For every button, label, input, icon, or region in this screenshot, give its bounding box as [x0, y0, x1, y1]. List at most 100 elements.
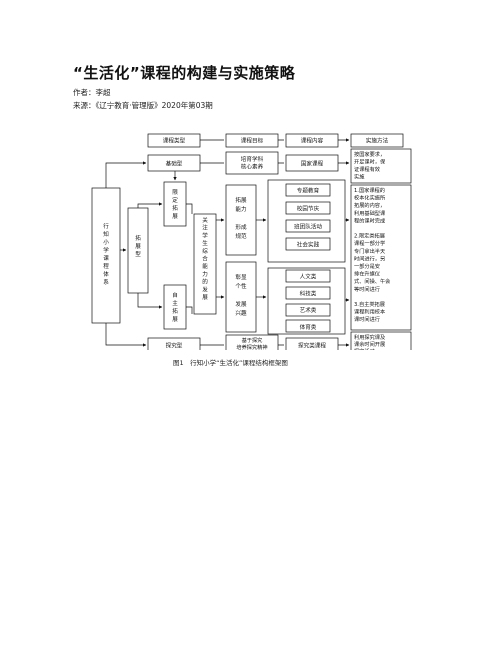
article-source: 来源：《辽宁教育·管理版》2020年第03期	[73, 100, 213, 111]
method-2-box	[350, 184, 412, 331]
limited-type-label-char-3: 展	[172, 213, 178, 220]
method-2-line-2: 拓展的内容，	[354, 201, 385, 209]
national-content: 国家课程	[301, 160, 324, 168]
free-item-3-box	[285, 303, 331, 317]
ability-goal-box	[225, 184, 257, 256]
method-3-line-1: 课余时间开展	[354, 340, 385, 348]
comprehensive-goal-char-0: 关	[202, 216, 208, 224]
limited-content-group	[267, 179, 346, 263]
limited-item-1-box	[285, 183, 331, 197]
method-3-line-0: 利用探究课及	[354, 333, 385, 341]
method-2-line-1: 校本化实施所	[354, 194, 385, 202]
method-2-line-8: 专门拿出半天	[354, 247, 385, 255]
comprehensive-goal-char-4: 综	[202, 247, 208, 255]
basic-type-label: 基础型	[166, 160, 183, 168]
inquiry-goal-box	[225, 334, 279, 350]
method-2-line-11: 排在升旗仪	[354, 270, 380, 278]
limited-item-2-box	[285, 201, 331, 215]
limited-type-label-char-0: 限	[172, 188, 178, 196]
method-1-line-0: 按国家要求，	[354, 150, 385, 158]
free-item-2-box	[285, 286, 331, 300]
article-author: 作者：李超	[73, 87, 111, 98]
personality-goal-line-1: 个性	[235, 282, 247, 290]
comprehensive-goal-char-10: 展	[202, 294, 208, 301]
expand-type-label-char-1: 展	[135, 243, 141, 250]
explore-type-label: 探究型	[166, 342, 183, 350]
method-2-line-3: 利用基础型课	[354, 209, 386, 217]
ability-goal-line-3: 形成	[235, 223, 247, 231]
limited-item-2: 班团队活动	[294, 223, 322, 231]
comprehensive-goal-char-7: 力	[202, 270, 208, 278]
comprehensive-goal-char-9: 发	[202, 285, 208, 293]
root-label-char-2: 小	[103, 238, 109, 246]
comprehensive-goal-char-8: 的	[202, 278, 208, 286]
comprehensive-goal-char-3: 生	[202, 239, 208, 247]
limited-item-3: 社会实践	[297, 241, 320, 249]
free-content-group	[267, 267, 346, 335]
expand-type-label-char-2: 型	[135, 250, 141, 258]
comprehensive-goal-char-2: 学	[202, 231, 208, 239]
method-2-line-10: 一部分是安	[354, 262, 380, 270]
header-type-box	[147, 133, 201, 148]
free-item-0: 人文类	[300, 273, 317, 281]
ability-goal-line-4: 规范	[235, 232, 247, 240]
source-label: 来源：	[73, 101, 96, 110]
method-2-line-13: 等时间进行	[354, 285, 380, 293]
author-label: 作者：	[73, 88, 96, 97]
free-type-label-char-0: 自	[172, 291, 178, 299]
method-1-line-3: 实施	[354, 173, 364, 181]
personality-goal-line-0: 彰显	[235, 273, 247, 281]
personality-goal-line-3: 发展	[235, 300, 247, 308]
root-label-char-0: 行	[103, 222, 109, 230]
ability-goal-line-1: 能力	[235, 205, 247, 213]
method-2-line-16: 课程利用校本	[354, 308, 385, 316]
source-name: 《辽宁教育·管理版》2020年第03期	[95, 101, 213, 110]
comprehensive-goal-char-1: 注	[202, 224, 208, 232]
header-0: 课程类型	[163, 137, 186, 145]
root-label-char-3: 学	[103, 246, 109, 254]
header-goal-box	[225, 133, 279, 148]
comprehensive-goal-box	[193, 213, 217, 315]
limited-item-4-box	[285, 237, 331, 251]
limited-item-3-box	[285, 219, 331, 233]
root-label-char-6: 体	[103, 270, 109, 278]
free-type-label-char-2: 拓	[172, 307, 178, 315]
curriculum-structure-diagram: 课程类型课程目标课程内容实施方法行知小学课程体系基础型拓展型限定拓展自主拓展探究…	[91, 133, 412, 350]
author-name: 李超	[95, 88, 111, 97]
method-3-line-2: 探究活动	[354, 347, 375, 350]
core-goal-box	[225, 151, 279, 175]
root-label-char-4: 课	[103, 254, 109, 262]
method-2-line-4: 程的课时完成	[354, 216, 385, 224]
method-2-line-6: 2.限定类拓展	[354, 232, 385, 240]
method-2-line-7: 课程一部分学	[354, 239, 385, 247]
root-label-char-7: 系	[103, 278, 109, 286]
free-item-2: 艺术类	[300, 306, 317, 314]
free-item-1: 科技类	[300, 289, 317, 297]
comprehensive-goal-char-5: 合	[202, 255, 208, 263]
expand-type-label-char-0: 拓	[135, 234, 141, 242]
ability-goal-line-0: 拓展	[235, 196, 247, 204]
core-goal-line-0: 培育学科	[241, 155, 264, 163]
method-2-line-17: 课时间进行	[354, 315, 380, 323]
free-item-1-box	[285, 269, 331, 283]
free-type-label-char-1: 主	[172, 299, 178, 307]
free-type-label-char-3: 展	[172, 316, 178, 323]
limited-type-label-char-2: 拓	[172, 204, 178, 212]
header-3: 实施方法	[366, 137, 389, 145]
inquiry-goal-line-0: 基于探究	[242, 336, 263, 344]
free-item-4-box	[285, 319, 331, 333]
method-1-line-2: 证课程有效	[354, 165, 381, 173]
inquiry-goal-line-1: 培养探究精神	[236, 343, 267, 350]
expand-type-box	[127, 207, 149, 294]
article-title: “生活化”课程的构建与实施策略	[73, 64, 296, 82]
limited-item-1: 校园节庆	[297, 205, 320, 213]
header-1: 课程目标	[241, 137, 264, 145]
header-content-box	[285, 133, 339, 148]
root-label-char-5: 程	[103, 262, 109, 270]
method-2-line-15: 3.自主类拓展	[354, 300, 385, 308]
method-2-line-0: 1.国家课程的	[354, 186, 385, 194]
limited-type-label-char-1: 定	[172, 196, 178, 204]
free-item-3: 体育类	[300, 323, 317, 331]
limited-item-0: 专题教育	[297, 187, 320, 195]
header-2: 课程内容	[301, 137, 324, 145]
